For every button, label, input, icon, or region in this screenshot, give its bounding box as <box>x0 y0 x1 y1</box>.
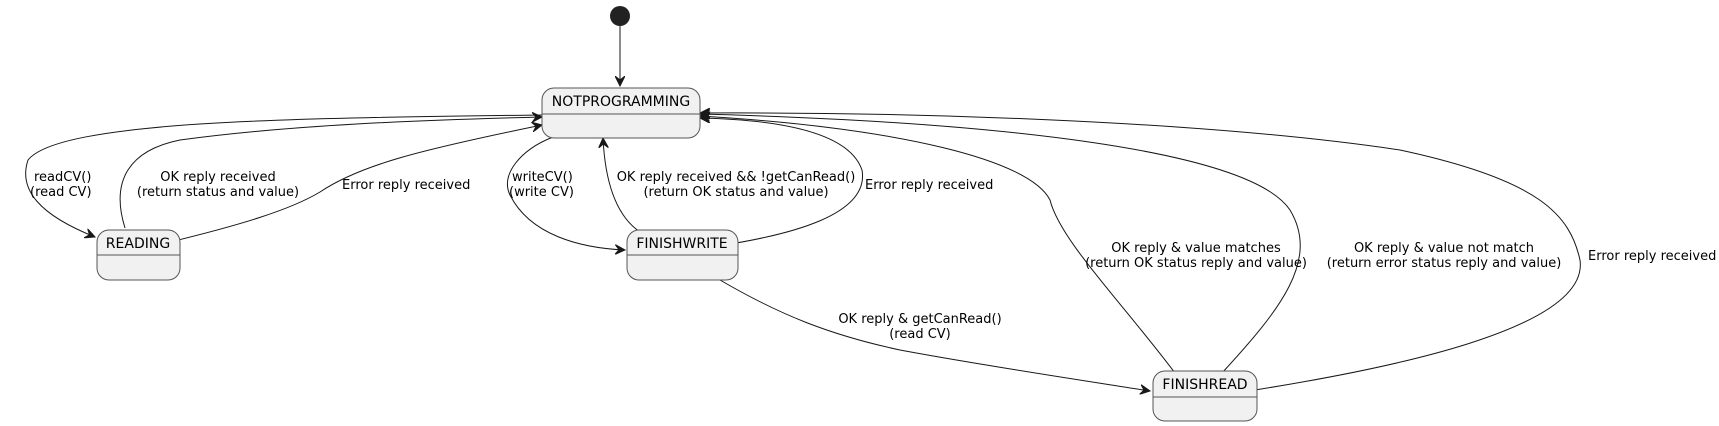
edge-finishwrite-to-notprogramming-ok <box>603 138 641 233</box>
edge-label-value-matches-sub: (return OK status reply and value) <box>1085 256 1307 271</box>
edge-label-writecv-sub: (write CV) <box>509 185 574 200</box>
edge-label-reading-ok: OK reply received <box>160 170 275 185</box>
edge-finishread-to-notprogramming-matches <box>700 116 1176 374</box>
edge-label-writecv: writeCV() <box>512 170 573 185</box>
edge-label-finishwrite-ok: OK reply received && !getCanRead() <box>617 170 856 185</box>
edge-label-readcv-sub: (read CV) <box>30 185 92 200</box>
edge-label-finishread-error: Error reply received <box>1588 249 1716 264</box>
edge-label-value-not-match-sub: (return error status reply and value) <box>1327 256 1562 271</box>
initial-state-marker <box>610 6 630 26</box>
state-name: FINISHREAD <box>1162 377 1247 393</box>
edge-label-readcv: readCV() <box>34 170 91 185</box>
edge-label-reading-ok-sub: (return status and value) <box>137 185 299 200</box>
edge-finishread-to-notprogramming-notmatch <box>700 114 1301 374</box>
state-finishread[interactable]: FINISHREAD <box>1152 370 1258 422</box>
edge-label-reading-error: Error reply received <box>342 178 470 193</box>
state-reading[interactable]: READING <box>96 229 181 281</box>
edge-label-value-matches: OK reply & value matches <box>1111 241 1281 256</box>
state-finishwrite[interactable]: FINISHWRITE <box>626 229 739 281</box>
edge-reading-to-notprogramming-error <box>169 125 542 243</box>
edge-label-getcanread: OK reply & getCanRead() <box>838 312 1001 327</box>
edge-notprogramming-to-reading <box>25 114 543 237</box>
edge-finishread-to-notprogramming-error <box>700 113 1581 391</box>
edge-reading-to-notprogramming-ok <box>119 117 542 229</box>
state-name: READING <box>106 236 170 252</box>
state-name: NOTPROGRAMMING <box>552 94 690 110</box>
edge-finishwrite-to-notprogramming-error <box>700 118 863 247</box>
edge-label-finishwrite-ok-sub: (return OK status and value) <box>643 185 828 200</box>
edge-label-value-not-match: OK reply & value not match <box>1354 241 1534 256</box>
state-name: FINISHWRITE <box>636 236 727 252</box>
edge-notprogramming-to-finishwrite <box>506 136 625 250</box>
edge-label-finishwrite-error: Error reply received <box>865 178 993 193</box>
edge-finishwrite-to-finishread <box>719 279 1150 391</box>
edge-label-getcanread-sub: (read CV) <box>889 327 951 342</box>
state-notprogramming[interactable]: NOTPROGRAMMING <box>541 87 701 139</box>
